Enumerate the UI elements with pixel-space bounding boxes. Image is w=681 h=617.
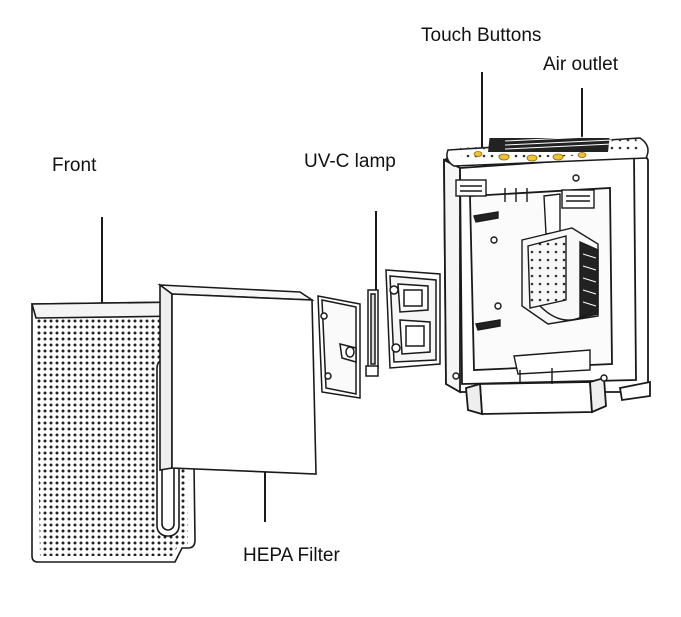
label-hepa-filter: HEPA Filter [243, 545, 340, 566]
label-uv-c-lamp: UV-C lamp [304, 151, 396, 172]
uv-c-lamp-assembly [317, 289, 379, 399]
touch-buttons [473, 151, 587, 162]
top-panel [446, 135, 649, 167]
label-touch-buttons: Touch Buttons [421, 25, 542, 46]
lamp-housing [385, 269, 441, 369]
unit-interior [452, 174, 608, 384]
label-front: Front [52, 155, 97, 176]
label-air-outlet: Air outlet [543, 54, 618, 75]
hepa-filter [157, 283, 317, 475]
